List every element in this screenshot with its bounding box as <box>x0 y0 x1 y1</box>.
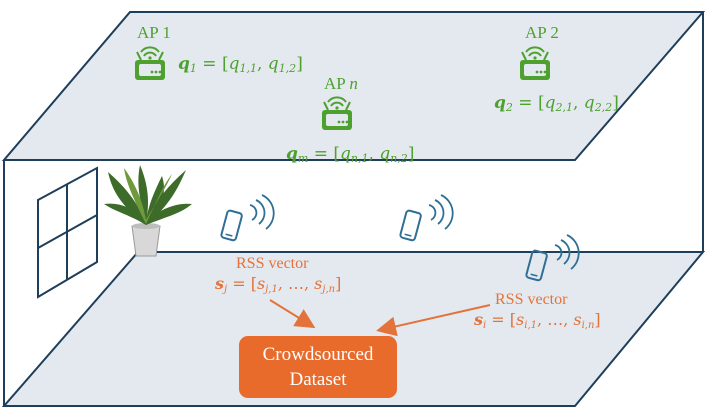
arrow-rss-i-to-dataset <box>376 304 491 337</box>
dataset-line1: Crowdsourced <box>262 344 374 365</box>
router-icon <box>135 46 165 80</box>
apn-label: AP n <box>324 74 358 93</box>
smartphone-icon <box>220 209 243 242</box>
rss-i-vector-eq: si = [si,1, …, si,n] <box>474 310 601 331</box>
ap1-label: AP 1 <box>137 23 171 42</box>
ap2-position-eq: q2 = [q2,1, q2,2] <box>494 93 619 114</box>
smartphone-icon <box>399 209 422 242</box>
wifi-signal-icon <box>428 194 454 230</box>
plant-icon <box>104 165 192 257</box>
wifi-signal-icon <box>554 234 580 270</box>
router-icon <box>322 96 352 130</box>
rss-j-title: RSS vector <box>236 255 309 272</box>
smartphone-icon <box>525 249 548 282</box>
dataset-line2: Dataset <box>289 369 347 390</box>
wifi-signal-icon <box>249 194 275 230</box>
ap2-label: AP 2 <box>525 23 559 42</box>
ap1-position-eq: q1 = [q1,1, q1,2] <box>178 54 303 75</box>
floor-plane <box>1 251 706 407</box>
crowdsourced-dataset-box: Crowdsourced Dataset <box>239 336 397 398</box>
rss-i-title: RSS vector <box>495 291 568 308</box>
window-icon <box>37 166 98 299</box>
rss-j-vector-eq: sj = [sj,1, …, sj,n] <box>215 274 342 295</box>
apn-position-eq: qm = [qn,1, qn,2] <box>286 144 415 165</box>
arrow-rss-j-to-dataset <box>269 299 316 329</box>
router-icon <box>520 46 550 80</box>
